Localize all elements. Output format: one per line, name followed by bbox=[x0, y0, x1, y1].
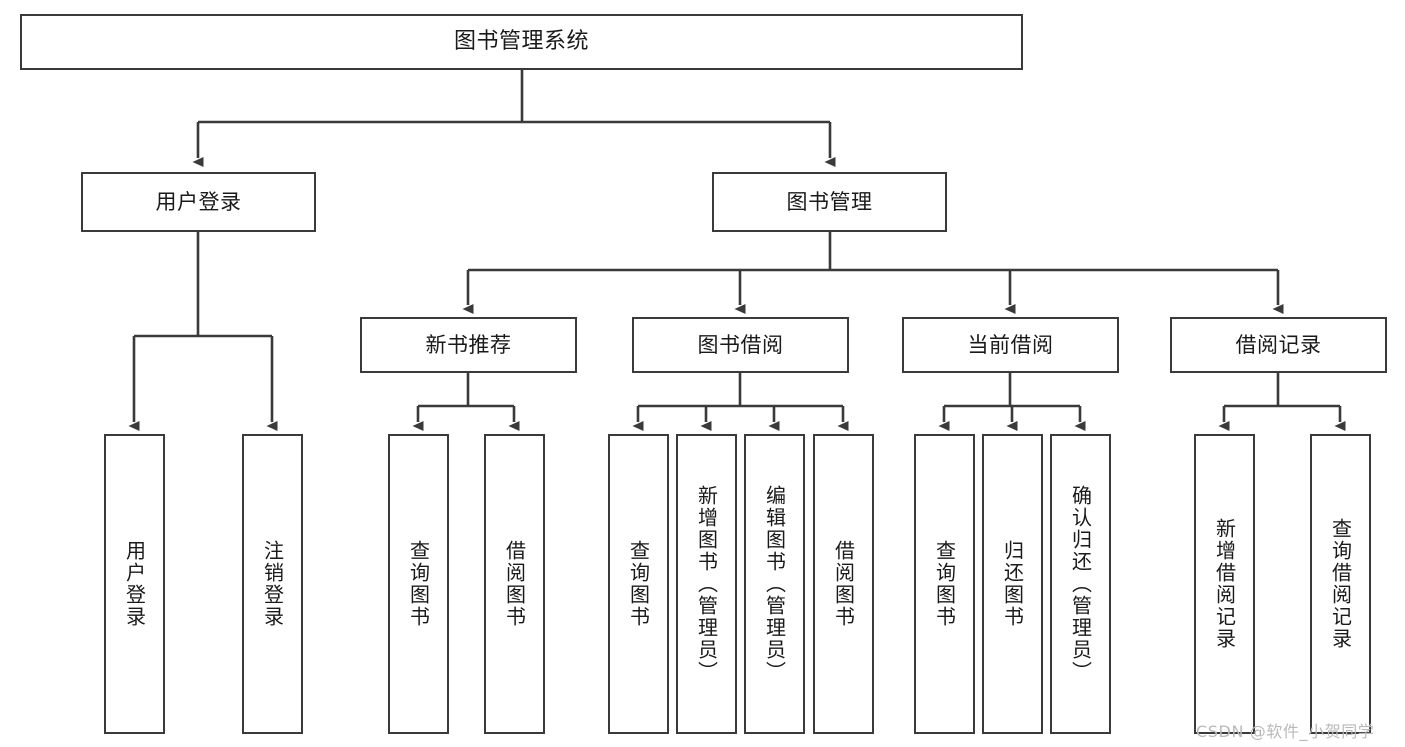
node-label: 查询图书 bbox=[406, 540, 431, 628]
node-current-borrow[interactable]: 当前借阅 bbox=[902, 317, 1119, 373]
node-user-login[interactable]: 用户登录 bbox=[81, 172, 316, 232]
node-label: 查询图书 bbox=[626, 540, 651, 628]
leaf-query-book-current[interactable]: 查询图书 bbox=[914, 434, 975, 734]
leaf-logout[interactable]: 注销登录 bbox=[242, 434, 303, 734]
node-label: 图书管理 bbox=[786, 189, 873, 214]
node-label: 当前借阅 bbox=[967, 332, 1054, 357]
node-label: 查询借阅记录 bbox=[1328, 518, 1353, 650]
node-label: 归还图书 bbox=[1000, 540, 1025, 628]
node-new-book-recommend[interactable]: 新书推荐 bbox=[360, 317, 577, 373]
leaf-return-book[interactable]: 归还图书 bbox=[982, 434, 1043, 734]
leaf-add-borrow-record[interactable]: 新增借阅记录 bbox=[1194, 434, 1255, 734]
node-book-management-system[interactable]: 图书管理系统 bbox=[20, 14, 1023, 70]
leaf-query-borrow-record[interactable]: 查询借阅记录 bbox=[1310, 434, 1371, 734]
node-label: 借阅记录 bbox=[1235, 332, 1322, 357]
leaf-query-book-borrow[interactable]: 查询图书 bbox=[608, 434, 669, 734]
node-label: 借阅图书 bbox=[831, 540, 856, 628]
leaf-borrow-book-newbook[interactable]: 借阅图书 bbox=[484, 434, 545, 734]
node-label: 新书推荐 bbox=[425, 332, 512, 357]
node-book-borrow[interactable]: 图书借阅 bbox=[632, 317, 849, 373]
node-label: 用户登录 bbox=[122, 540, 147, 628]
node-label: 图书借阅 bbox=[697, 332, 784, 357]
leaf-add-book-admin[interactable]: 新增图书（管理员） bbox=[676, 434, 737, 734]
node-borrow-record[interactable]: 借阅记录 bbox=[1170, 317, 1387, 373]
node-label: 用户登录 bbox=[155, 189, 242, 214]
node-label: 编辑图书（管理员） bbox=[762, 485, 787, 683]
node-label: 图书管理系统 bbox=[453, 29, 589, 55]
leaf-query-book-newbook[interactable]: 查询图书 bbox=[388, 434, 449, 734]
node-book-management[interactable]: 图书管理 bbox=[712, 172, 947, 232]
leaf-user-login[interactable]: 用户登录 bbox=[104, 434, 165, 734]
node-label: 确认归还（管理员） bbox=[1068, 485, 1093, 683]
leaf-edit-book-admin[interactable]: 编辑图书（管理员） bbox=[744, 434, 805, 734]
leaf-borrow-book[interactable]: 借阅图书 bbox=[813, 434, 874, 734]
node-label: 查询图书 bbox=[932, 540, 957, 628]
node-label: 新增图书（管理员） bbox=[694, 485, 719, 683]
node-label: 新增借阅记录 bbox=[1212, 518, 1237, 650]
node-label: 注销登录 bbox=[260, 540, 285, 628]
leaf-confirm-return-admin[interactable]: 确认归还（管理员） bbox=[1050, 434, 1111, 734]
node-label: 借阅图书 bbox=[502, 540, 527, 628]
